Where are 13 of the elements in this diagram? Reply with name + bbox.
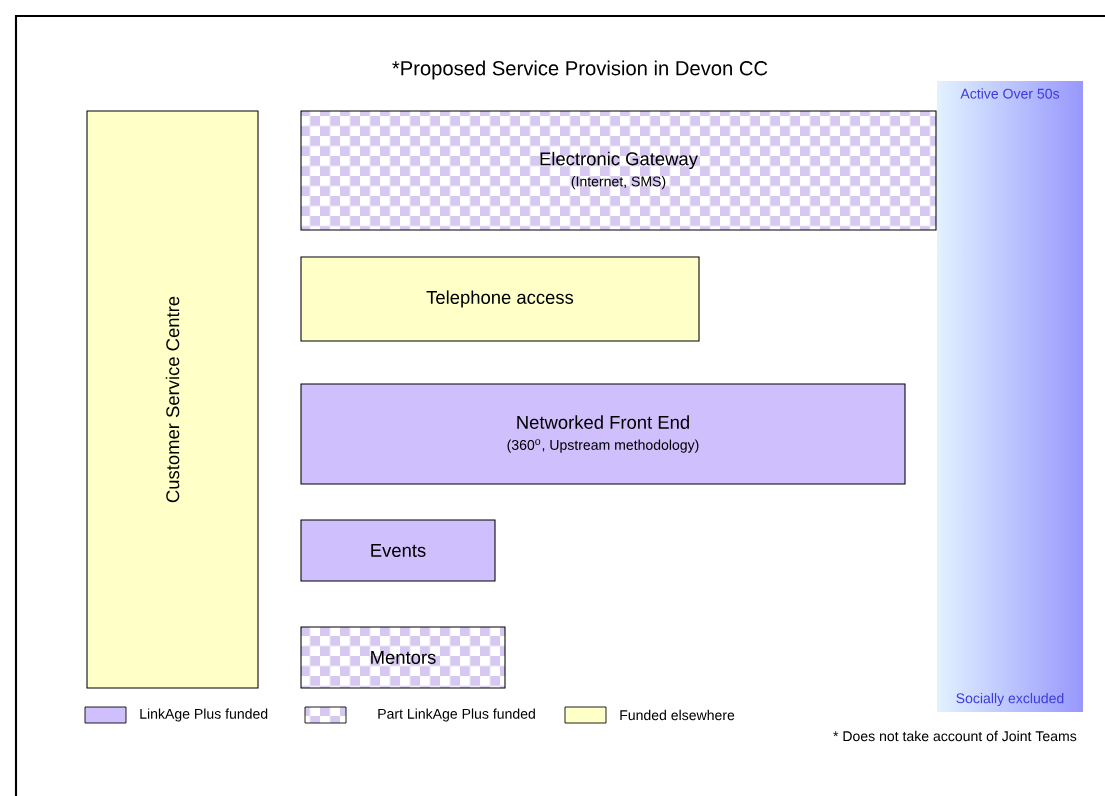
band-label: Socially excluded — [956, 692, 1064, 707]
service-box: Electronic Gateway (Internet, SMS) — [300, 110, 937, 231]
legend-label: LinkAge Plus funded — [140, 708, 268, 722]
footnote: * Does not take account of Joint Teams — [833, 730, 1077, 742]
band-label: Active Over 50s — [960, 88, 1060, 99]
legend-label: Funded elsewhere — [620, 709, 735, 721]
service-box: Telephone access — [300, 256, 700, 342]
service-box: Mentors — [300, 626, 506, 689]
service-box: Networked Front End (360$^{o}$, Upstream methodology) — [300, 383, 906, 485]
legend-label: Part LinkAge Plus funded — [378, 708, 535, 722]
service-box: Customer Service Centre — [86, 110, 259, 689]
service-box: Events — [300, 519, 496, 582]
title: *Proposed Service Provision in Devon CC — [392, 60, 768, 80]
